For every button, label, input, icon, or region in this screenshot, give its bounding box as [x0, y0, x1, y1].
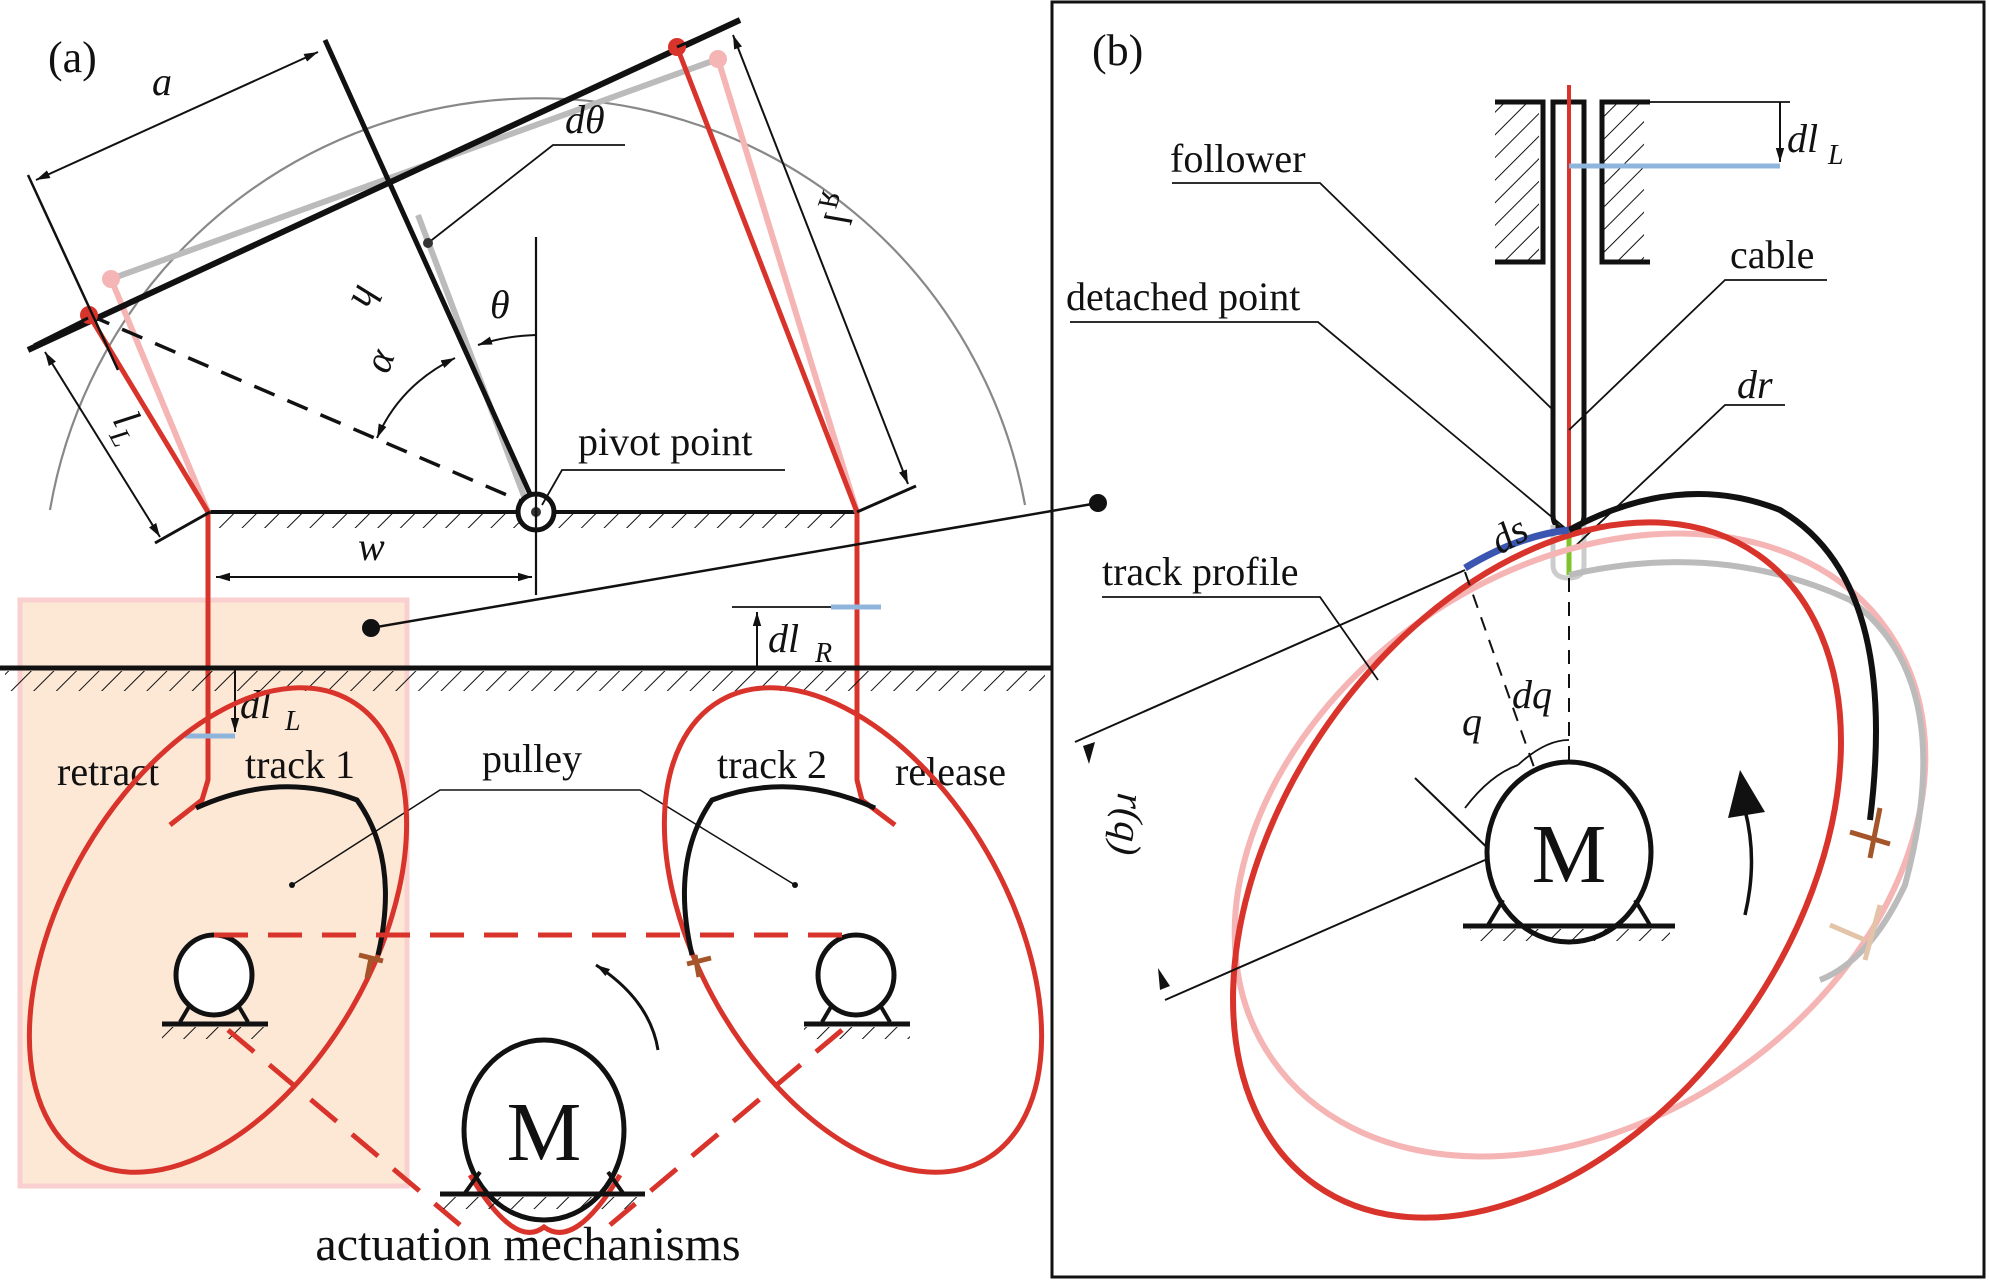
rq-ext-top [1074, 569, 1466, 743]
panel-b-border [1050, 0, 1986, 1279]
alpha-arc [376, 357, 456, 439]
label-dlL-sub: L [284, 706, 301, 737]
stopper-ghost [1829, 904, 1883, 961]
label-pivot-point: pivot point [578, 419, 752, 464]
motor-b: M [1463, 759, 1675, 945]
label-dlL-b-sub: L [1827, 140, 1844, 171]
arm-h [322, 38, 538, 507]
ghost-arm [415, 213, 533, 514]
label-track2: track 2 [717, 742, 827, 787]
label-dlR: dl [768, 616, 799, 661]
rotation-arrow-a [595, 963, 660, 1051]
q-arc [1464, 764, 1519, 809]
dim-lR-ext [676, 18, 741, 49]
panel-a: a l L l R dθ h θ α [0, 17, 1107, 1271]
dim-lL-ext [33, 316, 89, 347]
dim-a-ext-left [26, 174, 120, 371]
callout-dot-b [1089, 494, 1107, 512]
motor-a: M [440, 1037, 645, 1235]
pulley-dot-1 [289, 882, 295, 888]
label-cable: cable [1730, 232, 1814, 277]
track2-cam [661, 685, 1045, 1175]
label-theta: θ [490, 282, 510, 327]
label-h: h [342, 280, 391, 315]
label-dq: dq [1512, 672, 1552, 717]
label-dlL: dl [240, 682, 271, 727]
dim-lL-arrow [44, 351, 161, 538]
idler-left [162, 932, 268, 1039]
label-w: w [358, 524, 385, 569]
dim-a-arrow [35, 51, 319, 181]
radial-dashed [1464, 571, 1536, 771]
pulley-dot-2 [792, 882, 798, 888]
label-alpha: α [354, 342, 404, 378]
track1-cam [26, 685, 410, 1175]
motor-a-label: M [507, 1086, 582, 1179]
ds-segment [1463, 526, 1570, 572]
callout-dot-a [362, 619, 380, 637]
track-profile-leader [1102, 596, 1379, 681]
rq-ext-bottom [1164, 859, 1486, 1001]
dim-lL-ext2 [154, 510, 211, 545]
label-dlR-sub: R [814, 638, 832, 669]
follower-guide [1495, 99, 1650, 265]
cable-leader [1568, 279, 1827, 431]
rq-arrow-bottom [1158, 968, 1170, 990]
label-dtheta: dθ [565, 97, 605, 142]
label-follower: follower [1170, 136, 1306, 181]
dashed-diagonal [88, 313, 531, 507]
label-track1: track 1 [245, 742, 355, 787]
rq-arrow-top [1083, 742, 1095, 764]
label-dlL-b: dl [1787, 116, 1818, 161]
rotation-arrowhead-b [1728, 770, 1765, 818]
panel-b: (b) dl L follower cable detached point d… [1050, 0, 1986, 1279]
label-dr: dr [1737, 362, 1773, 407]
pulley-leader [291, 789, 796, 886]
dtheta-dot [423, 238, 433, 248]
panel-b-tag: (b) [1092, 26, 1143, 75]
label-pulley: pulley [482, 736, 582, 781]
track2-stopper [686, 954, 712, 978]
caption-actuation: actuation mechanisms [315, 1218, 740, 1271]
dq-arc [1517, 739, 1570, 766]
ghost-joint-right [709, 50, 727, 68]
dim-lR-ext2 [856, 484, 917, 514]
label-track-profile: track profile [1102, 549, 1299, 594]
ground-hatch [5, 671, 1045, 691]
ghost-joint-left [102, 270, 120, 288]
panel-a-tag: (a) [48, 33, 97, 82]
dtheta-leader [427, 144, 625, 244]
label-rq: r(q) [1104, 791, 1154, 857]
pivot-leader [541, 469, 785, 506]
rotation-arrow-b [1743, 809, 1754, 916]
theta-arc [477, 334, 537, 346]
label-a: a [152, 59, 172, 104]
stopper [1849, 807, 1891, 859]
motor-b-label: M [1532, 808, 1607, 901]
label-q: q [1462, 699, 1482, 744]
ghost-cable-left [108, 277, 211, 514]
track1-stopper [358, 952, 384, 979]
dim-lR-arrow [732, 34, 909, 485]
follower-leader [1172, 182, 1554, 411]
label-detached-point: detached point [1066, 274, 1300, 319]
detached-leader [1070, 321, 1566, 529]
rotation-arc [48, 97, 1027, 511]
track-profile-cams [1230, 491, 1929, 1221]
callout-line [370, 501, 1099, 630]
idler-right [804, 932, 910, 1039]
cable-left [86, 313, 211, 827]
dr-leader [1568, 404, 1785, 553]
cross-link [26, 17, 742, 353]
